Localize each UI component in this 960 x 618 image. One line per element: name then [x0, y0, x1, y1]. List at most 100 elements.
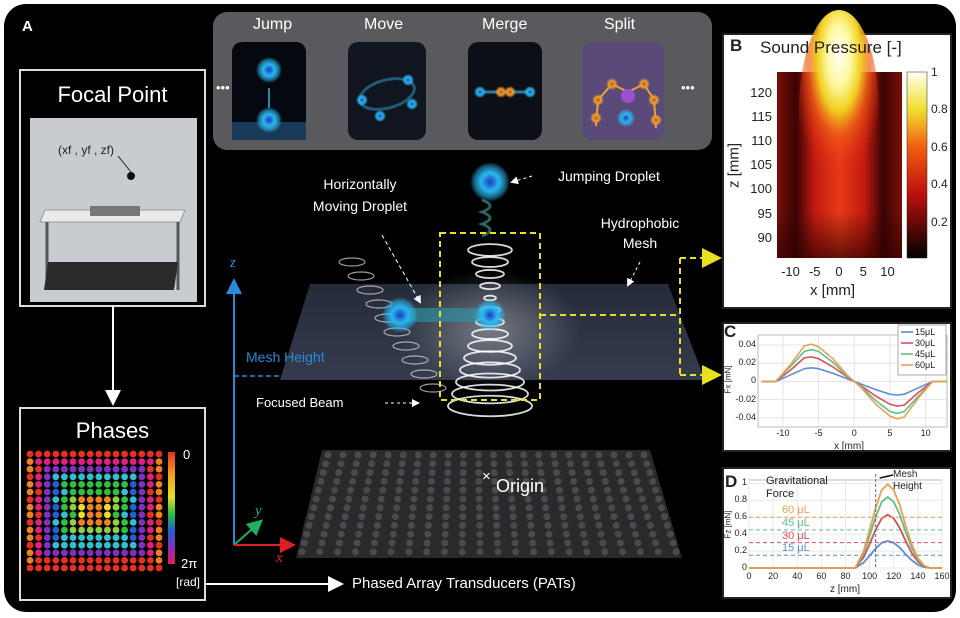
y-tick-label: 1 [741, 477, 747, 488]
phase-element [112, 511, 120, 519]
panel-d-xlabel: z [mm] [830, 584, 860, 595]
phase-element [129, 519, 137, 526]
x-tick-label: 20 [768, 571, 779, 581]
phase-element [26, 541, 34, 549]
phase-element [155, 496, 163, 503]
transducer [384, 451, 392, 459]
transducer [535, 451, 543, 459]
phase-element [69, 458, 77, 465]
transducer [520, 451, 528, 459]
phase-element [35, 541, 42, 549]
transducer [373, 521, 381, 529]
phase-element [155, 541, 163, 549]
transducer [359, 504, 367, 512]
y-tick-label: 120 [750, 84, 772, 100]
transducer [343, 504, 351, 512]
phase-element [138, 519, 146, 526]
transducer [491, 477, 499, 485]
transducer [522, 477, 530, 485]
panel-c-ylabel: Fx [mN] [723, 365, 733, 394]
phase-element [112, 458, 120, 465]
transducer [440, 548, 448, 556]
phase-element [69, 564, 77, 572]
transducer [369, 548, 377, 556]
transducer [583, 548, 591, 556]
phase-element [86, 488, 94, 496]
phase-element [43, 541, 51, 549]
beam-ring [455, 372, 525, 392]
phase-element [52, 503, 60, 511]
transducer [542, 504, 550, 512]
colorbar-tick-label: 0.6 [931, 139, 948, 154]
x-tick-label: 160 [934, 571, 950, 581]
transducer [636, 486, 644, 494]
phase-element [86, 519, 94, 526]
transducer [337, 530, 345, 538]
phase-element [112, 519, 120, 526]
phase-element [95, 511, 103, 519]
transducer [315, 486, 323, 494]
transducer [303, 530, 311, 538]
phase-element [95, 458, 103, 465]
legend-label: 30μL [915, 338, 936, 348]
transducer [398, 460, 406, 468]
transducer [393, 504, 401, 512]
phase-element [155, 488, 163, 496]
phase-element [52, 450, 60, 458]
transducer [352, 460, 360, 468]
transducer [511, 539, 519, 547]
phase-element [95, 481, 103, 488]
x-tick-label: 60 [816, 571, 827, 581]
transducer [429, 451, 437, 459]
phase-element [138, 488, 146, 496]
transducer [318, 539, 326, 547]
phase-element [52, 564, 60, 572]
transducer [632, 530, 640, 538]
phase-element [129, 473, 137, 481]
transducer [570, 477, 578, 485]
phase-element [129, 450, 137, 458]
phase-element [104, 557, 111, 564]
y-tick-label: -0.04 [735, 411, 756, 422]
transducer [320, 530, 328, 538]
jumping-droplet [470, 162, 510, 202]
phase-element [78, 549, 85, 557]
x-tick-label: -5 [814, 428, 823, 438]
phase-element [26, 481, 34, 488]
transducer [414, 451, 422, 459]
phase-element [61, 473, 68, 481]
transducer [395, 486, 403, 494]
phase-element [104, 549, 111, 557]
transducer [652, 539, 660, 547]
phase-element [43, 496, 51, 503]
phase-element [95, 450, 103, 458]
transducer [616, 539, 624, 547]
phase-element [35, 526, 42, 534]
transducer [601, 548, 609, 556]
transducer [408, 513, 416, 521]
phase-element [112, 473, 120, 481]
transducer [636, 548, 644, 556]
transducer [405, 548, 413, 556]
phase-element [78, 473, 85, 481]
transducer [475, 477, 483, 485]
legend-label: 60μL [915, 360, 936, 370]
phase-element [121, 511, 128, 519]
thumb-jump [232, 42, 306, 140]
legend-label: 45μL [915, 349, 936, 359]
x-tick-label: 120 [886, 571, 902, 581]
phase-element [78, 488, 85, 496]
x-tick-label: 5 [859, 264, 867, 279]
phase-element [61, 557, 68, 564]
phase-element [155, 564, 163, 572]
transducer [491, 486, 499, 494]
transducer [322, 460, 330, 468]
y-tick-label: 115 [751, 108, 772, 124]
phase-element [86, 557, 94, 564]
phase-element [95, 541, 103, 549]
transducer [409, 504, 417, 512]
phase-element [86, 511, 94, 519]
transducer [494, 539, 502, 547]
phase-element [35, 488, 42, 496]
x-tick-label: 10 [920, 428, 931, 438]
